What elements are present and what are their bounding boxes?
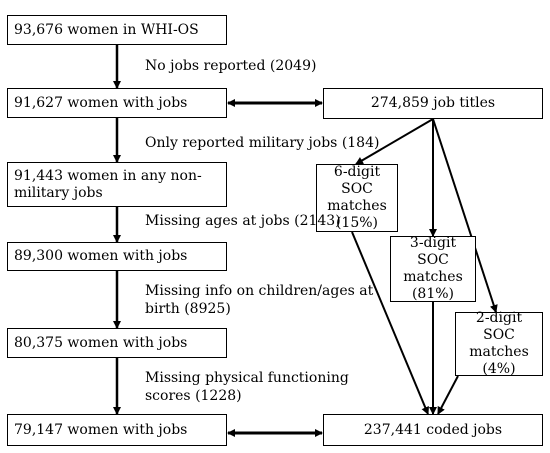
box-women-with-jobs-4: 79,147 women with jobs	[7, 414, 227, 446]
box-women-with-jobs-3: 80,375 women with jobs	[7, 328, 227, 358]
box-women-with-jobs-1-text: 91,627 women with jobs	[14, 94, 188, 111]
box-women-non-military-text: 91,443 women in any non-military jobs	[14, 167, 202, 201]
arrow-soc6-coded	[351, 231, 429, 415]
box-women-whi-os-text: 93,676 women in WHI-OS	[14, 21, 199, 38]
box-job-titles-text: 274,859 job titles	[370, 95, 496, 111]
box-women-whi-os: 93,676 women in WHI-OS	[7, 15, 227, 45]
box-women-with-jobs-3-text: 80,375 women with jobs	[14, 334, 188, 351]
arrow-titles-soc6	[355, 118, 434, 165]
exclusion-missing-children-line1: Missing info on children/ages at	[145, 283, 374, 299]
box-soc-2digit: 2-digit SOC matches (4%)	[455, 310, 543, 377]
arrow-titles-soc2	[432, 118, 498, 313]
exclusion-missing-ages: Missing ages at jobs (2143)	[145, 213, 341, 229]
arrow-soc2-coded	[437, 375, 459, 415]
box-women-non-military: 91,443 women in any non-military jobs	[7, 162, 227, 207]
exclusion-missing-children-line2: birth (8925)	[145, 301, 231, 317]
box-women-with-jobs-2: 89,300 women with jobs	[7, 242, 227, 271]
box-job-titles: 274,859 job titles	[323, 88, 543, 119]
box-coded-jobs-text: 237,441 coded jobs	[363, 421, 503, 438]
box-women-with-jobs-1: 91,627 women with jobs	[7, 88, 227, 118]
box-coded-jobs: 237,441 coded jobs	[323, 414, 543, 446]
box-soc-2digit-text: 2-digit SOC matches (4%)	[469, 310, 529, 377]
exclusion-missing-functioning-line1: Missing physical functioning	[145, 370, 349, 386]
exclusion-no-jobs: No jobs reported (2049)	[145, 58, 317, 74]
box-soc-3digit-text: 3-digit SOC matches (81%)	[403, 235, 463, 302]
box-women-with-jobs-4-text: 79,147 women with jobs	[14, 421, 188, 438]
exclusion-military-only: Only reported military jobs (184)	[145, 135, 380, 151]
box-women-with-jobs-2-text: 89,300 women with jobs	[14, 248, 188, 264]
box-soc-3digit: 3-digit SOC matches (81%)	[390, 235, 476, 302]
exclusion-missing-functioning-line2: scores (1228)	[145, 388, 242, 404]
box-soc-6digit-text: 6-digit SOC matches (15%)	[327, 164, 387, 231]
box-soc-6digit: 6-digit SOC matches (15%)	[316, 164, 398, 232]
